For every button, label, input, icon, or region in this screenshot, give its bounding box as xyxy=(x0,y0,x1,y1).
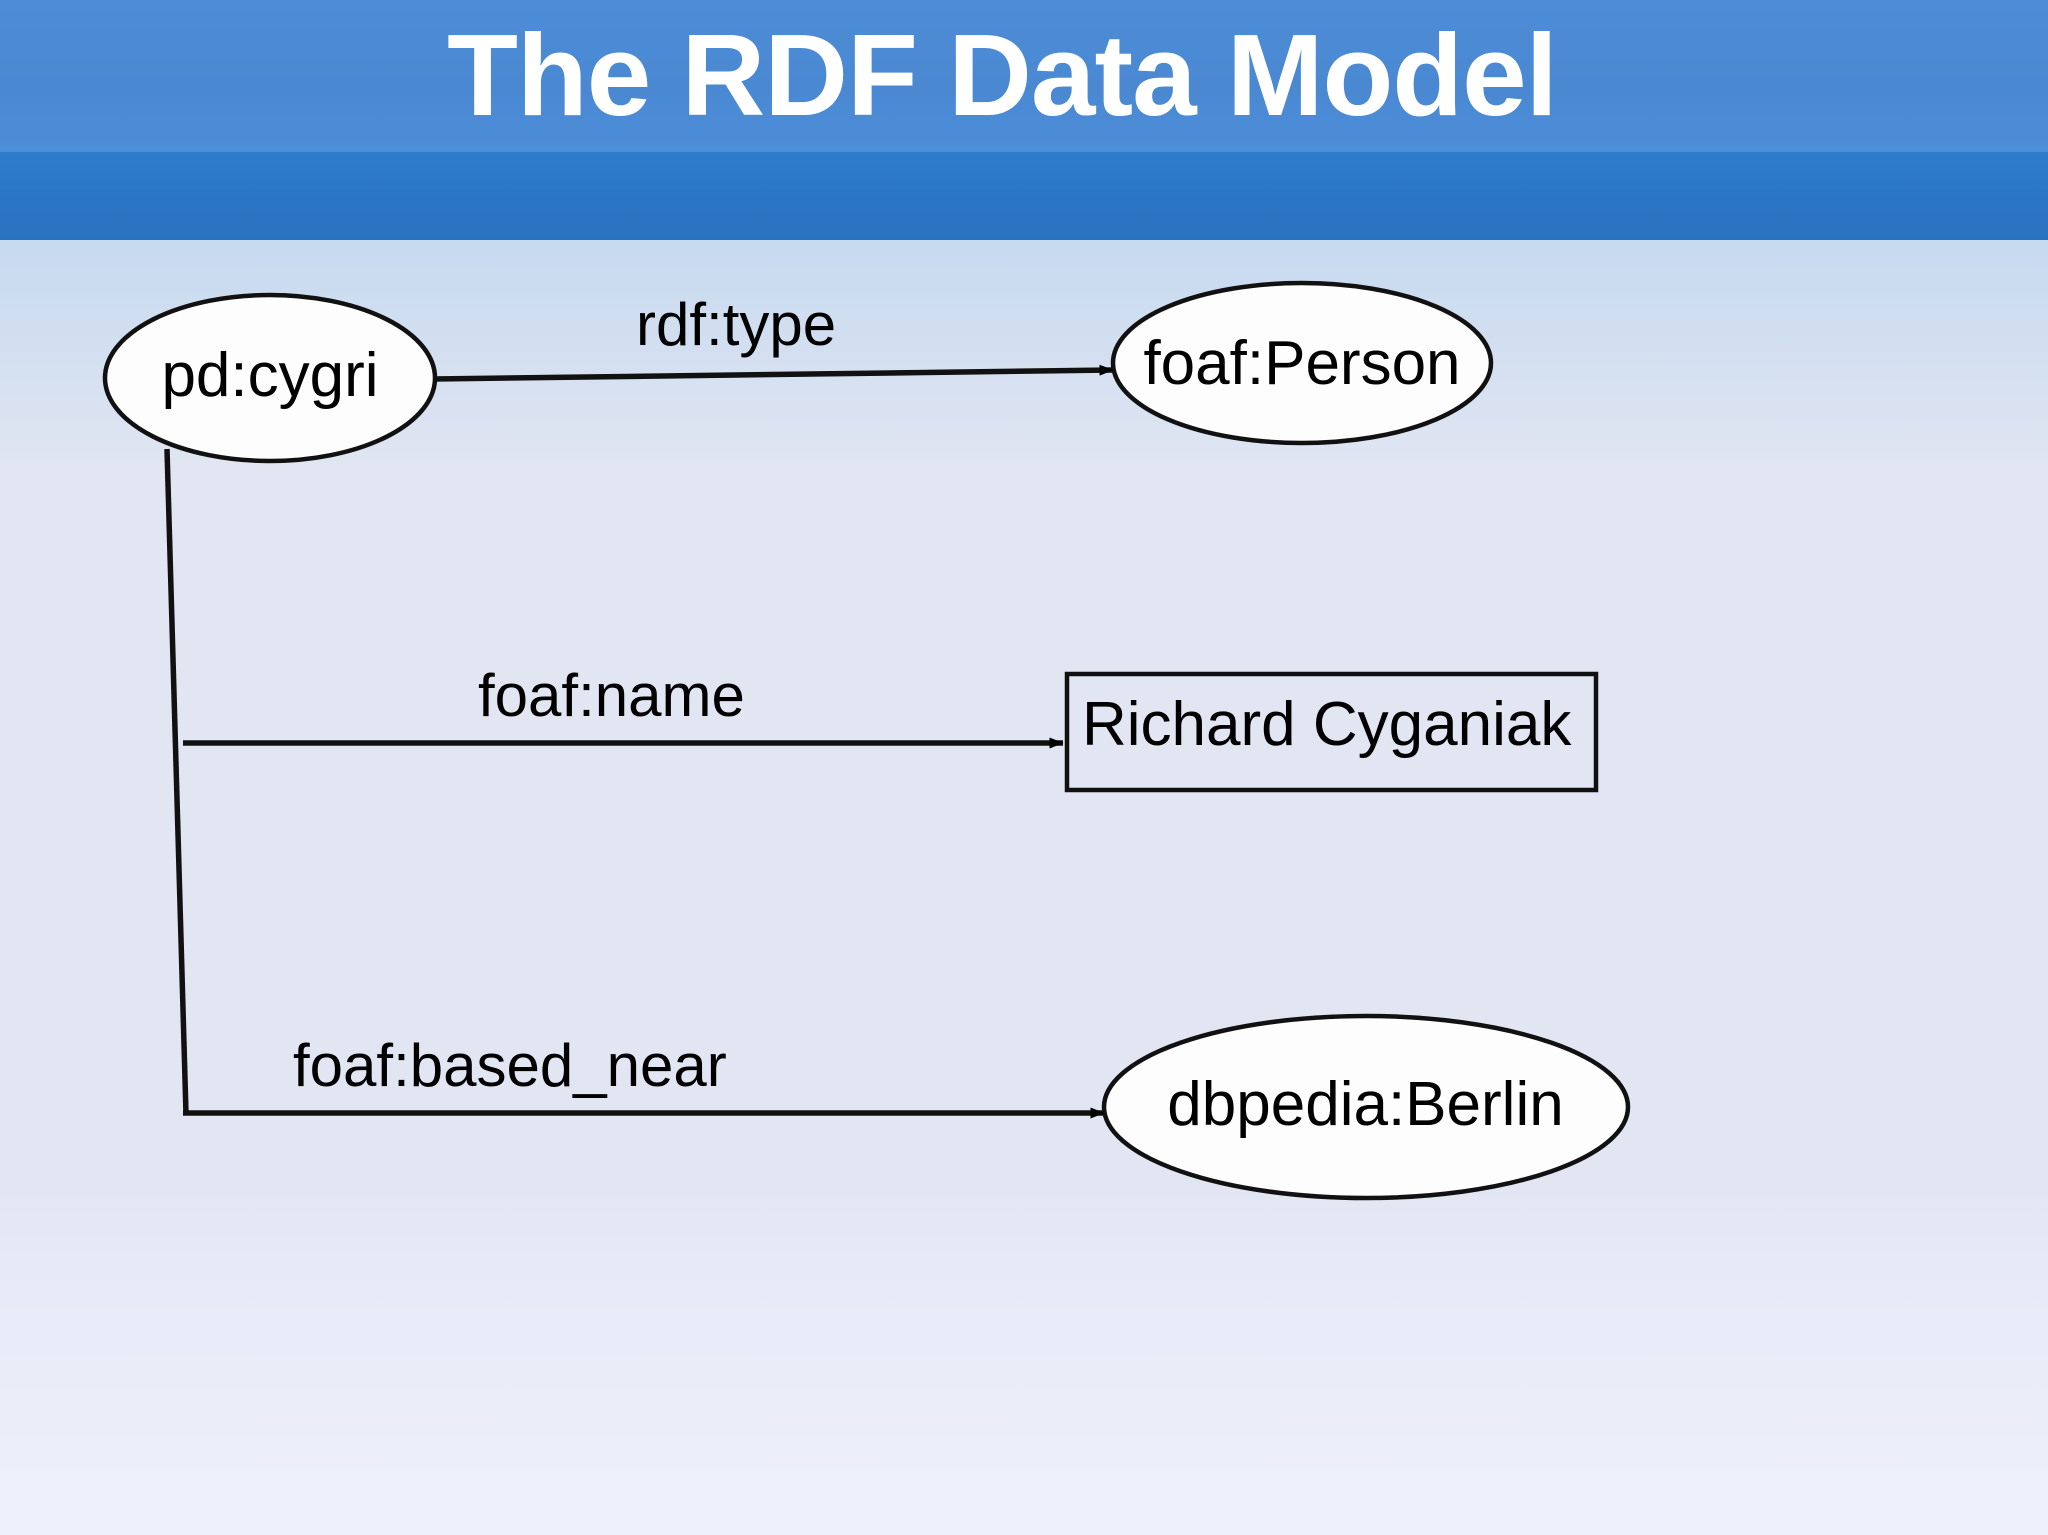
edge-foaf-name-stem xyxy=(164,448,189,1115)
node-label-dbpedia-berlin: dbpedia:Berlin xyxy=(1167,1070,1564,1139)
edge-rdf-type-line[interactable] xyxy=(433,364,1114,382)
node-label-foaf-person: foaf:Person xyxy=(1143,329,1461,398)
edge-label-foaf-name: foaf:name xyxy=(478,662,745,729)
slide-header-accent-band xyxy=(0,152,2048,240)
node-foaf-person[interactable] xyxy=(1110,280,1494,446)
slide-header-band xyxy=(0,0,2048,152)
node-richard-cyganiak[interactable] xyxy=(1064,671,1599,793)
edge-label-rdf-type: rdf:type xyxy=(636,291,837,358)
node-dbpedia-berlin[interactable] xyxy=(1101,1013,1631,1201)
node-label-richard-cyganiak: Richard Cyganiak xyxy=(1082,690,1572,759)
page-title: The RDF Data Model xyxy=(447,10,1558,140)
edge-label-foaf-based-near: foaf:based_near xyxy=(293,1032,727,1099)
node-label-pd-cygri: pd:cygri xyxy=(161,341,379,410)
